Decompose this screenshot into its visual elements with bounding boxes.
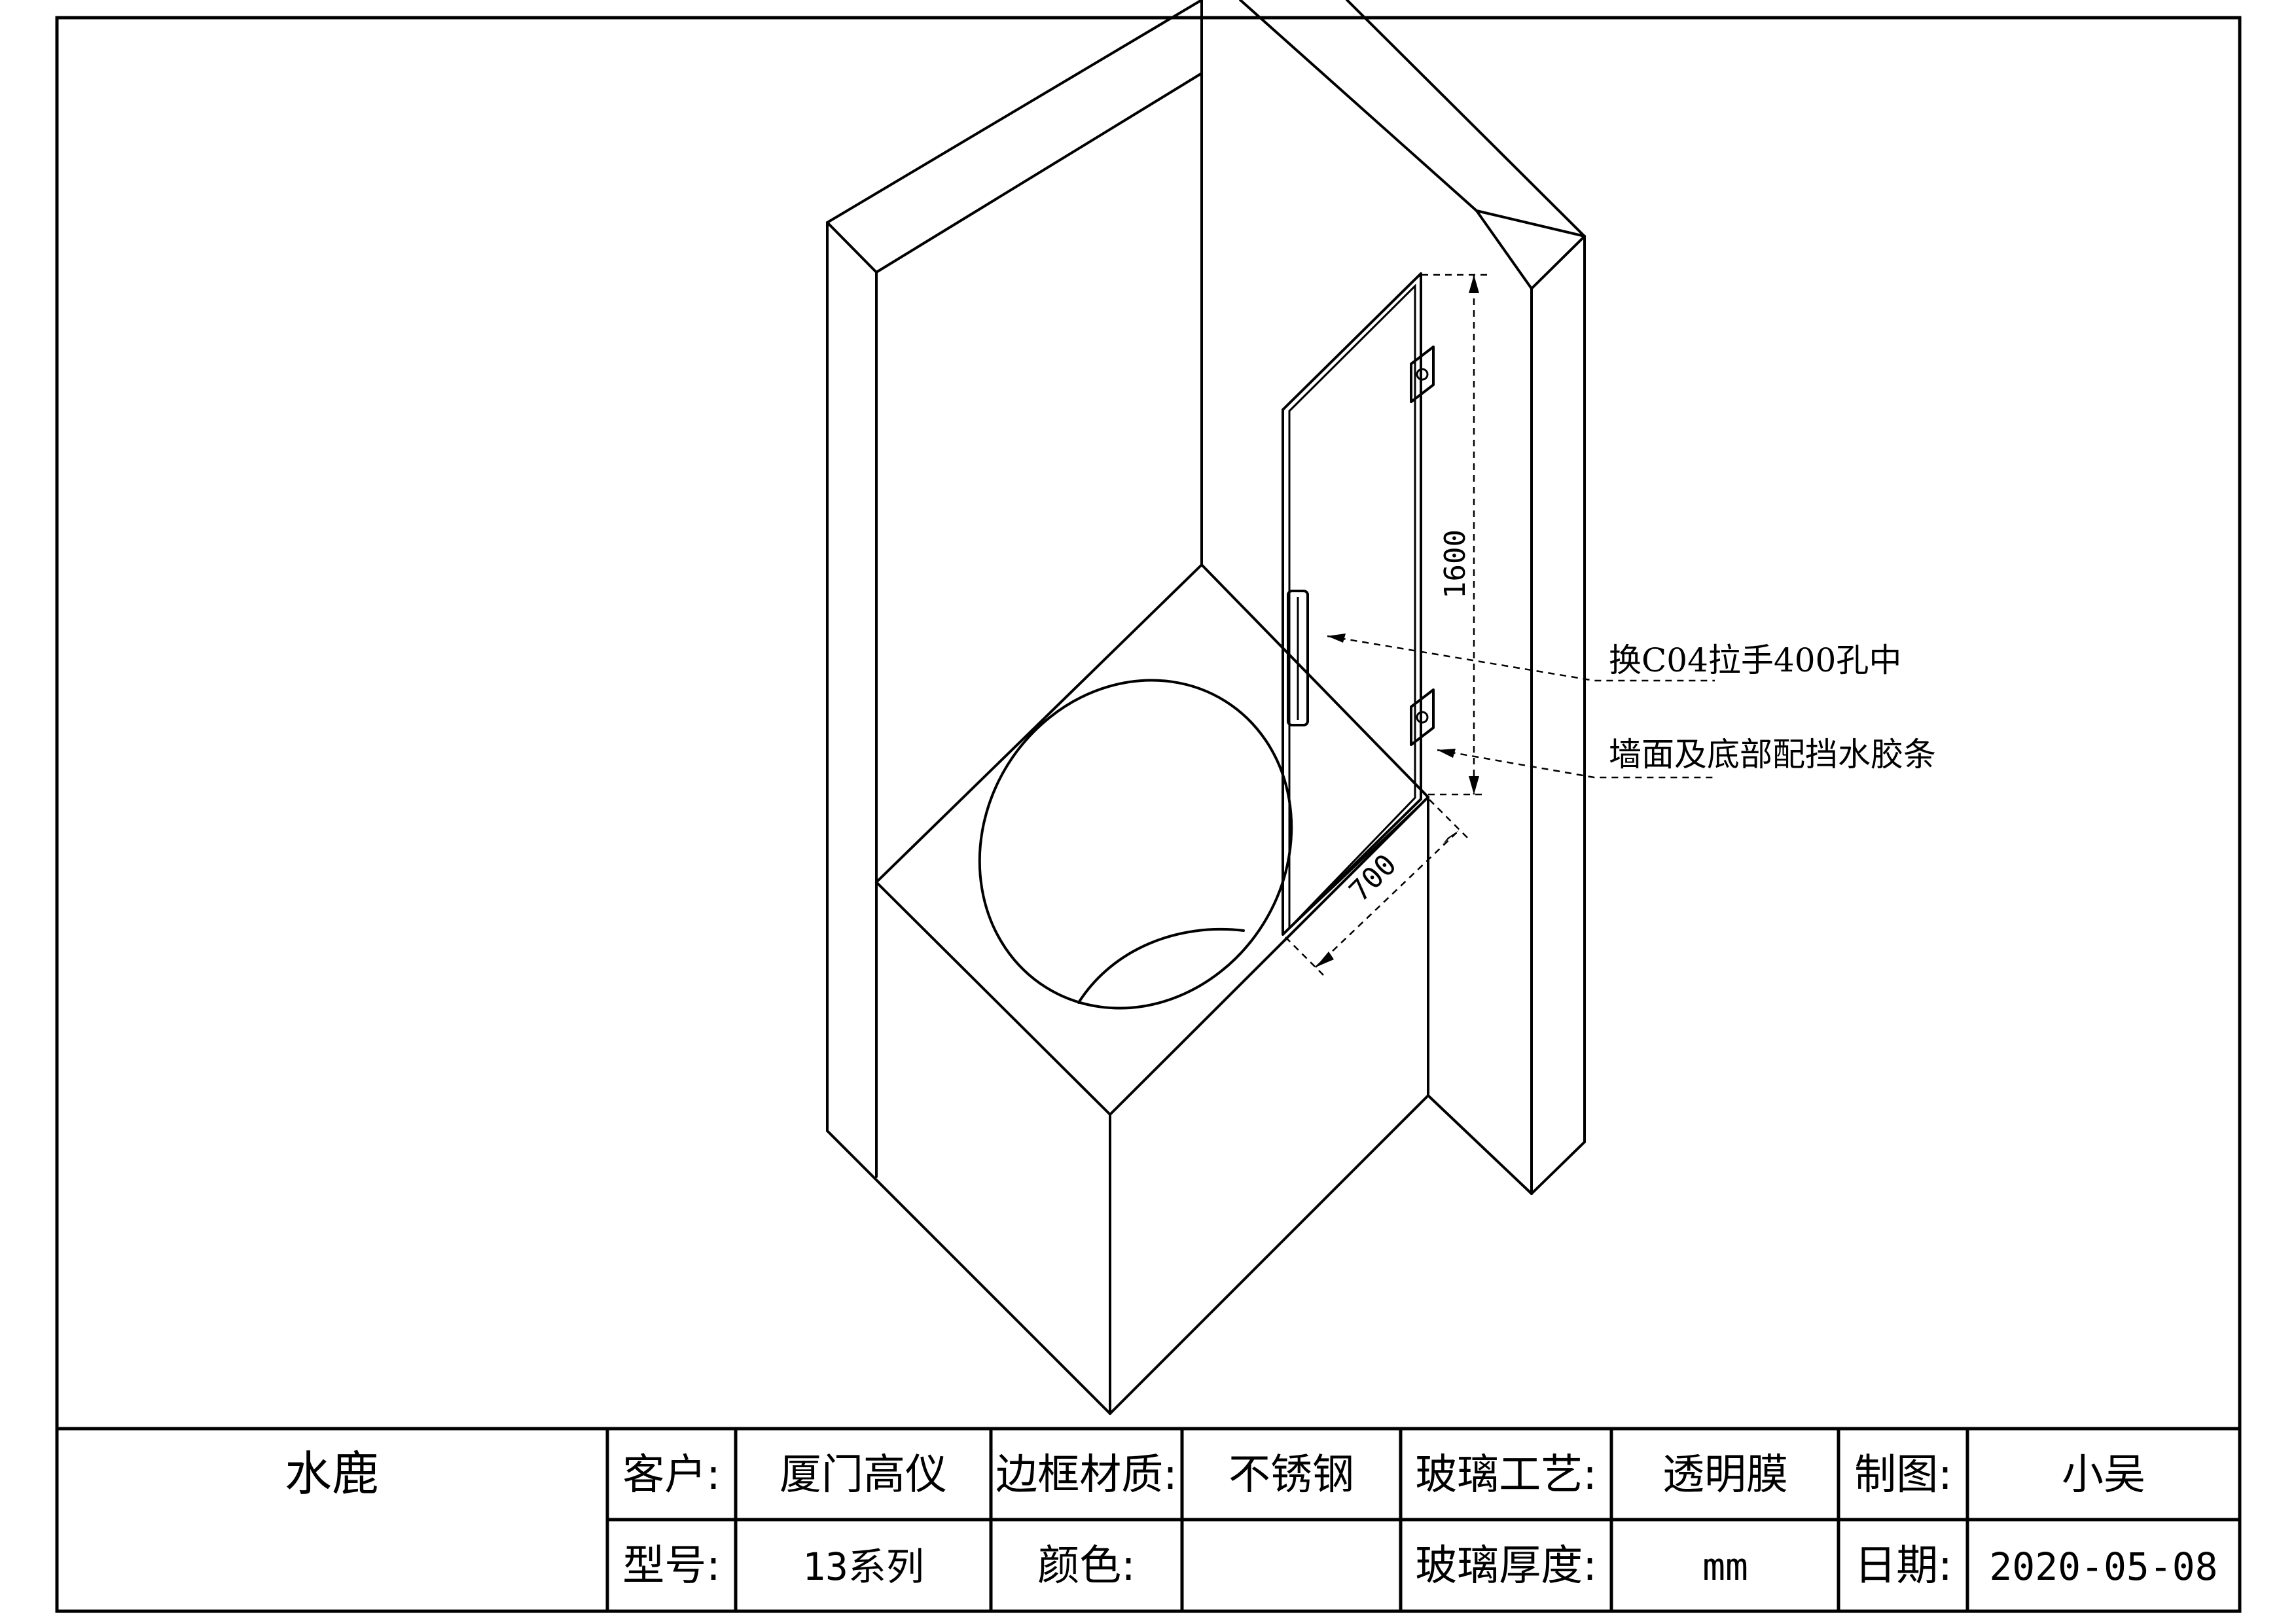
height-dimension-label: 1600 — [1439, 529, 1472, 599]
width-dimension — [1285, 800, 1467, 975]
height-dimension — [1422, 275, 1487, 794]
seal-note: 墙面及底部配挡水胶条 — [1609, 736, 1936, 774]
glass-thickness-label: 玻璃厚度: — [1415, 1542, 1597, 1590]
glass-process-value: 透明膜 — [1662, 1451, 1788, 1499]
handle-leader — [1327, 633, 1715, 681]
wall-structure — [827, 0, 1585, 1194]
date-label: 日期: — [1854, 1542, 1952, 1590]
frame-material-label: 边框材质: — [996, 1451, 1177, 1499]
seal-leader — [1437, 749, 1715, 777]
bathtub — [827, 565, 1428, 1414]
glass-thickness-value: mm — [1702, 1544, 1748, 1589]
upper-hinge — [1411, 347, 1433, 402]
lower-hinge — [1411, 690, 1433, 745]
title-block — [57, 1429, 2240, 1611]
date-value: 2020-05-08 — [1989, 1544, 2217, 1589]
model-value: 13系列 — [802, 1544, 924, 1589]
customer-value: 厦门高仪 — [780, 1451, 947, 1499]
drafter-value: 小吴 — [2062, 1451, 2145, 1499]
drawing-frame — [57, 18, 2240, 1611]
model-label: 型号: — [622, 1542, 721, 1590]
glass-panel — [1283, 274, 1433, 935]
customer-label: 客户: — [622, 1451, 721, 1499]
frame-material-value: 不锈钢 — [1229, 1451, 1354, 1499]
width-dimension-label: 700 — [1343, 848, 1403, 908]
handle-note: 换C04拉手400孔中 — [1609, 641, 1901, 679]
drafter-label: 制图: — [1854, 1451, 1952, 1499]
door-handle — [1288, 591, 1308, 725]
color-label: 颜色: — [1037, 1542, 1136, 1590]
brand-name: 水鹿 — [285, 1446, 379, 1501]
glass-process-label: 玻璃工艺: — [1415, 1451, 1597, 1499]
